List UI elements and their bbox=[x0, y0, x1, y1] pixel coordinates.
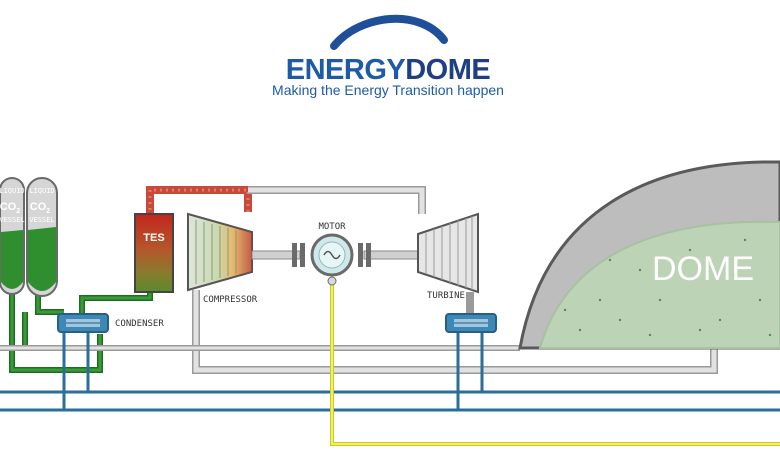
drive-shaft bbox=[251, 243, 419, 267]
vessel-2-subscript: 2 bbox=[46, 208, 50, 215]
dome-gas-particles bbox=[563, 238, 772, 337]
motor: MOTOR bbox=[310, 222, 354, 286]
vessel-1-subscript: 2 bbox=[16, 208, 20, 215]
motor-label: MOTOR bbox=[318, 222, 346, 232]
svg-text:CO2: CO2 bbox=[30, 201, 51, 215]
logo-arc bbox=[330, 14, 448, 50]
liquid-co2-vessel-1: LIQUID CO2 VESSEL bbox=[0, 177, 25, 295]
brand-name-part2: DOME bbox=[405, 54, 490, 86]
blue-pipe-condenser-drops bbox=[62, 330, 90, 410]
tes-label: TES bbox=[143, 232, 164, 244]
brand-tagline: Making the Energy Transition happen bbox=[272, 82, 504, 98]
dome-label: DOME bbox=[652, 250, 754, 288]
turbine: TURBINE bbox=[417, 212, 479, 301]
vessel-1-line1: LIQUID bbox=[0, 187, 25, 195]
vessel-2-line1: LIQUID bbox=[29, 187, 54, 195]
vessel-2-line3: VESSEL bbox=[29, 216, 54, 224]
blue-pipe-lower bbox=[0, 390, 780, 412]
gray-pipe-return-loop-inner bbox=[193, 290, 717, 373]
gray-pipe-compressor-to-turbine-top-inner bbox=[248, 187, 425, 214]
pipes bbox=[0, 186, 780, 446]
green-pipe-condenser-to-tes bbox=[79, 290, 153, 316]
blue-pipe-hx-drops bbox=[456, 330, 484, 410]
svg-text:CO2: CO2 bbox=[0, 201, 20, 215]
vessel-2-co: CO bbox=[30, 201, 47, 213]
vessel-1-co: CO bbox=[0, 201, 17, 213]
energydome-logo: ENERGYDOME Making the Energy Transition … bbox=[272, 14, 504, 98]
gray-pipe-compressor-to-turbine-top bbox=[248, 186, 426, 214]
svg-text:ENERGYDOME: ENERGYDOME bbox=[286, 54, 491, 86]
yellow-power-line-inner bbox=[331, 282, 780, 445]
heat-exchanger bbox=[445, 313, 497, 333]
turbine-label: TURBINE bbox=[427, 291, 465, 301]
liquid-co2-vessel-2: LIQUID CO2 VESSEL bbox=[26, 177, 58, 297]
green-pipe-condenser-to-tes-inner bbox=[80, 290, 152, 316]
condenser-label: CONDENSER bbox=[115, 319, 164, 329]
red-pipe-tes-to-compressor-inner bbox=[148, 188, 250, 216]
compressor: COMPRESSOR bbox=[187, 212, 258, 305]
red-pipe-tes-to-compressor bbox=[146, 186, 252, 216]
dome: DOME bbox=[518, 160, 780, 350]
dome-inner-gas bbox=[538, 220, 780, 349]
condenser: CONDENSER bbox=[57, 313, 164, 333]
brand-name-part1: ENERGY bbox=[286, 54, 406, 86]
compressor-label: COMPRESSOR bbox=[203, 295, 258, 305]
vessel-1-line3: VESSEL bbox=[0, 216, 25, 224]
tes-tank: TES bbox=[134, 213, 174, 293]
